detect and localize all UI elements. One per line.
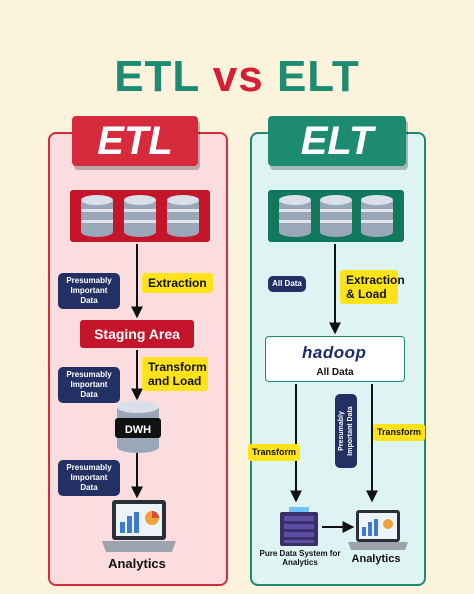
etl-extraction-label: Extraction: [142, 273, 213, 293]
dwh-database-icon: [115, 401, 161, 453]
elt-vertical-data-label: Presumably Important Data: [335, 394, 357, 468]
elt-header: ELT: [268, 116, 406, 166]
staging-area: Staging Area: [80, 320, 194, 348]
database-icon: [81, 195, 114, 237]
etl-header: ETL: [72, 116, 198, 166]
etl-transform-load-label: Transform and Load: [142, 357, 208, 391]
elt-all-data-label: All Data: [268, 276, 306, 292]
database-icon: [166, 195, 199, 237]
pure-data-system-label: Pure Data System for Analytics: [259, 549, 341, 567]
etl-data-label-2: Presumably Important Data: [58, 367, 120, 403]
elt-transform-right-label: Transform: [373, 424, 426, 441]
etl-source-databases: [70, 190, 210, 242]
database-icon: [319, 195, 352, 237]
database-icon: [278, 195, 311, 237]
page-title: ETL vs ELT: [0, 52, 474, 102]
elt-transform-left-label: Transform: [248, 444, 301, 461]
hadoop-logo: hadoop: [302, 343, 367, 362]
laptop-analytics-icon: [348, 510, 408, 550]
elt-source-databases: [268, 190, 404, 242]
elt-extraction-load-label: Extraction & Load: [340, 270, 405, 304]
etl-data-label-1: Presumably Important Data: [58, 273, 120, 309]
dwh-label: DWH: [124, 424, 152, 436]
etl-data-label-3: Presumably Important Data: [58, 460, 120, 496]
title-vs: vs: [212, 52, 264, 101]
database-icon: [123, 195, 156, 237]
elt-analytics-label: Analytics: [351, 553, 401, 565]
laptop-analytics-icon: [102, 500, 176, 552]
hadoop-box: hadoop All Data: [265, 336, 405, 382]
title-etl: ETL: [114, 52, 200, 101]
etl-analytics-label: Analytics: [108, 556, 166, 571]
database-icon: [361, 195, 394, 237]
title-elt: ELT: [276, 52, 360, 101]
server-rack-icon: [280, 507, 318, 546]
hadoop-all-data-label: All Data: [316, 367, 354, 378]
